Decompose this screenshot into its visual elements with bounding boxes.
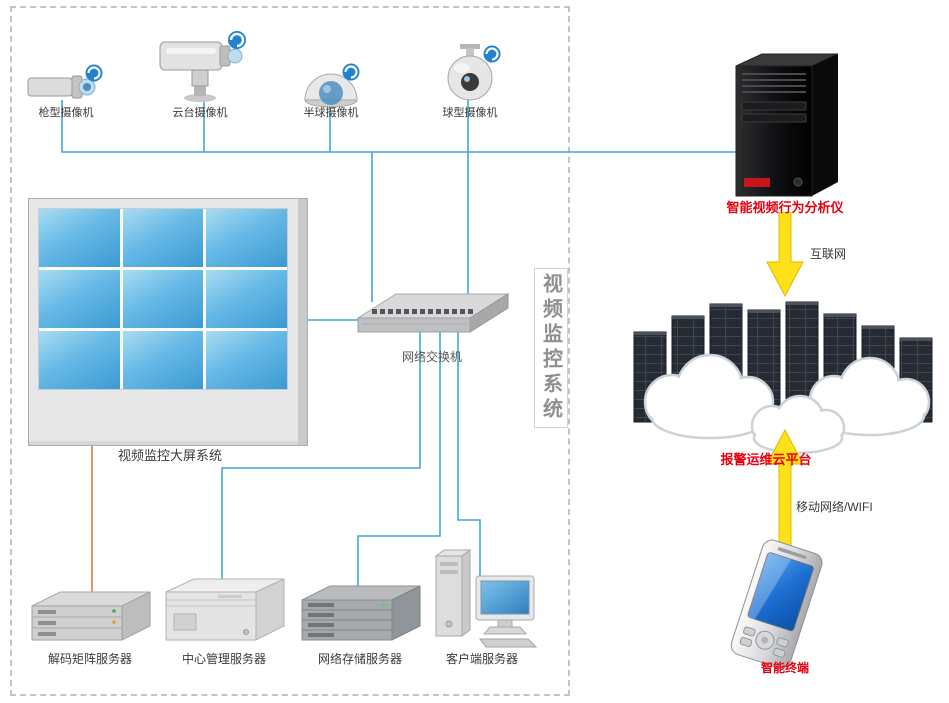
- client-workstation-label: 客户端服务器: [445, 652, 518, 666]
- bullet-camera-label: 枪型摄像机: [38, 107, 94, 119]
- video-wall-panel: [122, 209, 204, 267]
- dome-camera-label: 球型摄像机: [442, 107, 498, 119]
- internet-label: 互联网: [810, 247, 847, 261]
- dome-camera: [432, 42, 508, 104]
- half-dome-camera-icon: [304, 63, 360, 108]
- bullet-camera-icon: [27, 64, 103, 99]
- analyzer-server: [726, 50, 846, 200]
- bullet-camera: [24, 62, 108, 108]
- cloud-platform-label: 报警运维云平台: [720, 452, 812, 467]
- decode-matrix-server: [24, 586, 156, 646]
- rack-server-icon: [31, 591, 151, 641]
- mobile-network-label: 移动网络/WIFI: [796, 500, 873, 514]
- network-switch: [352, 284, 512, 348]
- network-switch-icon: [356, 293, 510, 333]
- network-switch-label: 网络交换机: [401, 350, 462, 364]
- ptz-camera: [152, 30, 248, 104]
- network-storage-server-label: 网络存储服务器: [317, 652, 402, 666]
- central-mgmt-server-label: 中心管理服务器: [181, 652, 266, 666]
- video-wall: [28, 198, 308, 446]
- video-wall-panel: [39, 331, 120, 389]
- analyzer-label: 智能视频行为分析仪: [726, 200, 844, 215]
- cloud-servers-icon: [633, 301, 933, 455]
- storage-server-icon: [301, 585, 421, 641]
- half-dome-camera: [296, 60, 366, 110]
- black-tower-server-icon: [735, 53, 839, 197]
- half-dome-camera-label: 半球摄像机: [303, 107, 359, 119]
- video-wall-screens: [38, 208, 288, 390]
- system-boundary-title: 视频监控系统: [534, 268, 568, 428]
- video-wall-label: 视频监控大屏系统: [117, 448, 222, 463]
- network-storage-server: [294, 580, 426, 648]
- decode-matrix-server-label: 解码矩阵服务器: [47, 652, 132, 666]
- system-boundary-box: [10, 6, 570, 696]
- cloud-icon: [643, 353, 931, 455]
- internet-down-arrow: [765, 212, 805, 300]
- video-wall-panel: [206, 331, 287, 389]
- ptz-camera-icon: [159, 31, 246, 102]
- cloud-platform: [622, 292, 940, 460]
- ptz-camera-label: 云台摄像机: [172, 107, 228, 119]
- down-arrow-icon: [766, 212, 804, 298]
- video-wall-panel: [122, 331, 204, 389]
- dome-camera-icon: [447, 44, 501, 101]
- client-workstation: [428, 546, 540, 650]
- central-mgmt-server: [158, 574, 290, 648]
- video-wall-panel: [206, 209, 287, 267]
- video-wall-panel: [39, 209, 120, 267]
- desktop-pc-icon: [434, 549, 538, 648]
- video-wall-panel: [122, 270, 204, 328]
- smart-terminal-label: 智能终端: [760, 661, 809, 675]
- video-wall-panel: [39, 270, 120, 328]
- tower-chassis-icon: [165, 578, 285, 641]
- pda-icon: [730, 539, 823, 669]
- smart-terminal: [708, 528, 844, 684]
- video-wall-panel: [206, 270, 287, 328]
